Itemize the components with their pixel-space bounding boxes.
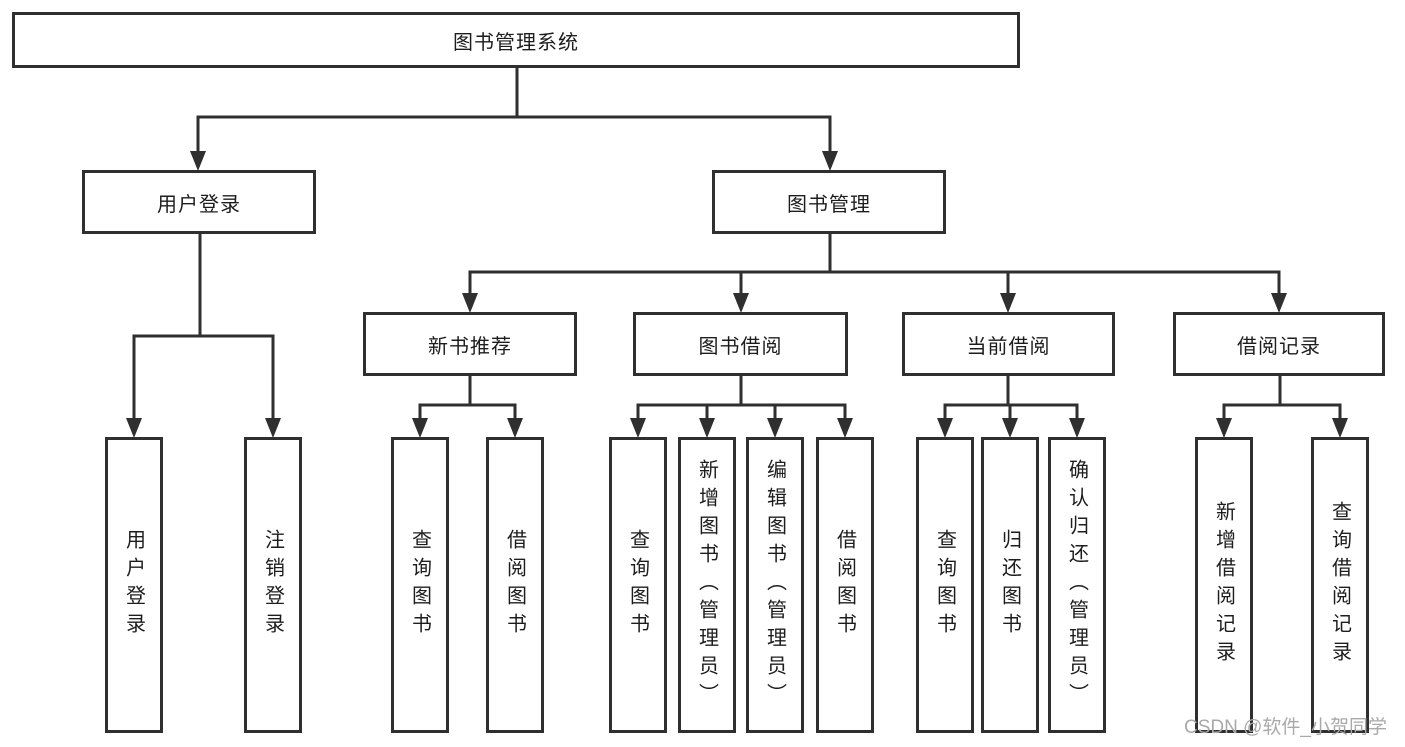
node-new-book-recommendation: 新书推荐 bbox=[363, 312, 577, 376]
node-label: 用户登录 bbox=[122, 529, 145, 641]
connector-userlogin-to-leaves bbox=[126, 234, 281, 438]
connector-bookmgmt-to-level3 bbox=[462, 234, 1287, 313]
connector-bookborrow-to-leaves bbox=[630, 376, 853, 438]
leaf-record-add-borrow-record: 新增借阅记录 bbox=[1195, 437, 1253, 733]
node-user-login: 用户登录 bbox=[82, 170, 316, 234]
leaf-borrow-borrow-books: 借阅图书 bbox=[816, 437, 874, 733]
node-borrowing-records: 借阅记录 bbox=[1173, 312, 1385, 376]
node-label: 新书推荐 bbox=[428, 335, 512, 358]
node-label: 新增图书（管理员） bbox=[695, 459, 718, 711]
leaf-newbook-query-books: 查询图书 bbox=[391, 437, 449, 733]
leaf-borrow-add-book-admin: 新增图书（管理员） bbox=[678, 437, 736, 733]
node-label: 新增借阅记录 bbox=[1212, 501, 1235, 669]
node-label: 归还图书 bbox=[998, 529, 1021, 641]
connector-newbook-to-leaves bbox=[412, 376, 523, 438]
leaf-current-query-books: 查询图书 bbox=[916, 437, 974, 733]
connector-records-to-leaves bbox=[1216, 376, 1348, 438]
leaf-borrow-query-books: 查询图书 bbox=[609, 437, 667, 733]
node-label: 图书管理系统 bbox=[453, 31, 579, 54]
node-label: 查询借阅记录 bbox=[1328, 501, 1351, 669]
node-root-library-management-system: 图书管理系统 bbox=[12, 12, 1020, 68]
node-label: 当前借阅 bbox=[966, 335, 1051, 358]
leaf-user-login: 用户登录 bbox=[105, 437, 163, 733]
leaf-logout: 注销登录 bbox=[244, 437, 302, 733]
leaf-record-query-borrow-record: 查询借阅记录 bbox=[1311, 437, 1369, 733]
node-label: 注销登录 bbox=[261, 529, 284, 641]
node-label: 确认归还（管理员） bbox=[1065, 459, 1088, 711]
csdn-watermark: CSDN @软件_小贺同学 bbox=[1184, 717, 1387, 738]
node-label: 图书管理 bbox=[787, 193, 871, 216]
node-current-borrowing: 当前借阅 bbox=[902, 312, 1115, 376]
leaf-current-confirm-return-admin: 确认归还（管理员） bbox=[1048, 437, 1106, 733]
node-book-management: 图书管理 bbox=[712, 170, 946, 234]
node-label: 借阅图书 bbox=[503, 529, 526, 641]
node-label: 查询图书 bbox=[408, 529, 431, 641]
connector-root-to-level2 bbox=[190, 68, 838, 171]
node-label: 图书借阅 bbox=[698, 335, 783, 358]
leaf-borrow-edit-book-admin: 编辑图书（管理员） bbox=[746, 437, 804, 733]
node-label: 借阅图书 bbox=[833, 529, 856, 641]
node-label: 用户登录 bbox=[157, 193, 241, 216]
node-label: 借阅记录 bbox=[1237, 335, 1321, 358]
node-book-borrowing: 图书借阅 bbox=[633, 312, 848, 376]
node-label: 查询图书 bbox=[933, 529, 956, 641]
leaf-newbook-borrow-books: 借阅图书 bbox=[486, 437, 544, 733]
connector-current-to-leaves bbox=[937, 376, 1085, 438]
node-label: 查询图书 bbox=[626, 529, 649, 641]
node-label: 编辑图书（管理员） bbox=[763, 459, 786, 711]
leaf-current-return-books: 归还图书 bbox=[981, 437, 1039, 733]
